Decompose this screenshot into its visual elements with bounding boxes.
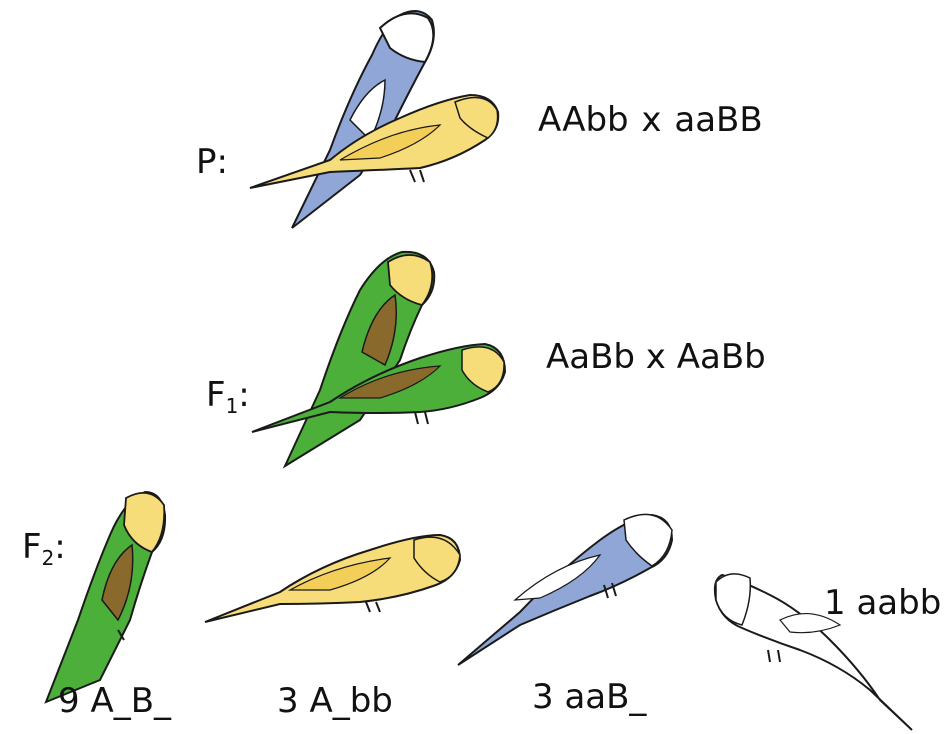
parental-cross-genotype: AAbb x aaBB — [538, 103, 763, 137]
generation-subscript: 2 — [42, 546, 55, 570]
f2-ratio-green: 9 A_B_ — [58, 684, 171, 718]
generation-letter: F — [22, 527, 42, 567]
f1-cross-genotype: AaBb x AaBb — [546, 340, 766, 374]
generation-letter: F — [206, 375, 226, 415]
generation-suffix: : — [238, 375, 249, 415]
generation-letter: P — [196, 142, 217, 182]
f2-yellow-budgie — [205, 535, 460, 622]
generation-label-f1: F1: — [206, 378, 250, 416]
generation-label-f2: F2: — [22, 530, 66, 568]
generation-suffix: : — [217, 142, 228, 182]
f1-green-budgie-standing — [285, 252, 434, 466]
f2-ratio-yellow: 3 A_bb — [277, 684, 393, 718]
f2-ratio-blue: 3 aaB_ — [532, 680, 646, 714]
f2-ratio-white: 1 aabb — [824, 586, 941, 620]
generation-subscript: 1 — [226, 394, 239, 418]
generation-label-p: P: — [196, 145, 228, 179]
f2-blue-budgie — [458, 514, 672, 665]
f2-green-budgie — [46, 492, 165, 702]
generation-suffix: : — [54, 527, 65, 567]
